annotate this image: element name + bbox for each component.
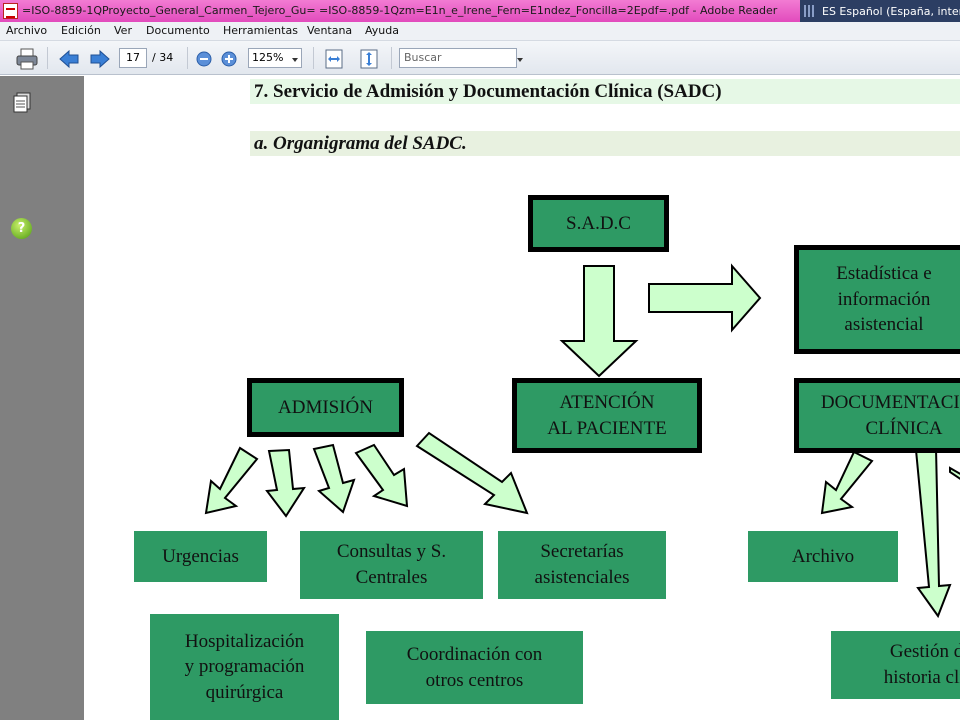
previous-page-icon[interactable] bbox=[58, 49, 80, 69]
org-box-label: quirúrgica bbox=[205, 681, 284, 703]
pages-icon[interactable] bbox=[12, 92, 32, 114]
org-box-documentacion: DOCUMENTACIÓN CLÍNICA bbox=[794, 378, 960, 453]
help-icon[interactable]: ? bbox=[11, 218, 32, 239]
org-box-label: ADMISIÓN bbox=[278, 396, 373, 418]
page-number-input[interactable]: 17 bbox=[119, 48, 147, 68]
arrow-diagonal bbox=[312, 443, 356, 514]
org-box-label: Gestión de la bbox=[889, 641, 960, 663]
chevron-down-icon[interactable] bbox=[292, 58, 298, 62]
org-box-admision: ADMISIÓN bbox=[247, 378, 404, 437]
org-box-consultas: Consultas y S. Centrales bbox=[300, 531, 483, 599]
toolbar-separator bbox=[313, 47, 314, 69]
toolbar-separator bbox=[47, 47, 48, 69]
menu-ventana[interactable]: Ventana bbox=[307, 24, 353, 37]
org-box-label: asistencial bbox=[844, 314, 924, 336]
org-box-coordinacion: Coordinación con otros centros bbox=[366, 631, 583, 704]
zoom-select[interactable]: 125% bbox=[248, 48, 302, 68]
language-bar[interactable]: ES Español (España, internacional) bbox=[800, 0, 960, 22]
next-page-icon[interactable] bbox=[89, 49, 111, 69]
org-box-label: AL PACIENTE bbox=[547, 417, 667, 439]
menu-bar: Archivo Edición Ver Documento Herramient… bbox=[0, 22, 960, 41]
menu-herramientas[interactable]: Herramientas bbox=[223, 24, 298, 37]
org-box-label: ATENCIÓN bbox=[559, 391, 655, 413]
arrow-diagonal bbox=[265, 448, 306, 518]
subsection-heading: a. Organigrama del SADC. bbox=[250, 131, 960, 156]
print-icon[interactable] bbox=[15, 48, 39, 70]
zoom-value: 125% bbox=[252, 51, 284, 64]
org-box-label: Consultas y S. bbox=[336, 541, 447, 563]
fit-page-icon[interactable] bbox=[358, 48, 380, 70]
org-box-label: CLÍNICA bbox=[865, 417, 943, 439]
window-title: =ISO-8859-1QProyecto_General_Carmen_Teje… bbox=[22, 4, 778, 17]
arrow-diagonal bbox=[354, 443, 409, 508]
arrow-down bbox=[559, 265, 639, 378]
org-box-archivo: Archivo bbox=[748, 531, 898, 582]
language-label: ES Español (España, internacional) bbox=[822, 5, 960, 18]
org-box-label: y programación bbox=[184, 656, 305, 678]
org-chart-arrows bbox=[204, 263, 960, 619]
org-box-text: Gestión de la historia clínica bbox=[855, 639, 960, 690]
org-box-text: DOCUMENTACIÓN CLÍNICA bbox=[819, 390, 960, 441]
org-box-estadistica: Estadística e información asistencial bbox=[794, 245, 960, 354]
org-box-label: Centrales bbox=[355, 567, 428, 588]
org-box-text: ATENCIÓN AL PACIENTE bbox=[547, 390, 666, 441]
org-box-label: Hospitalización bbox=[184, 630, 305, 652]
org-box-label: asistenciales bbox=[534, 567, 630, 588]
org-box-label: Archivo bbox=[791, 545, 855, 567]
org-box-text: Estadística e información asistencial bbox=[836, 261, 932, 338]
arrow-down bbox=[914, 446, 952, 619]
org-box-atencion: ATENCIÓN AL PACIENTE bbox=[512, 378, 702, 453]
fit-width-icon[interactable] bbox=[323, 48, 345, 70]
section-heading: 7. Servicio de Admisión y Documentación … bbox=[250, 79, 960, 104]
toolbar-separator bbox=[187, 47, 188, 69]
org-box-text: Coordinación con otros centros bbox=[407, 642, 543, 693]
org-box-label: S.A.D.C bbox=[566, 212, 631, 234]
toolbar-separator bbox=[391, 47, 392, 69]
menu-archivo[interactable]: Archivo bbox=[6, 24, 48, 37]
org-box-text: Hospitalización y programación quirúrgic… bbox=[185, 629, 305, 706]
toolbar: 17 / 34 125% Buscar bbox=[0, 41, 960, 75]
org-box-hospitalizacion: Hospitalización y programación quirúrgic… bbox=[150, 614, 339, 720]
org-box-label: Secretarías bbox=[540, 541, 624, 563]
org-box-label: Estadística e bbox=[836, 263, 932, 285]
org-box-label: DOCUMENTACIÓN bbox=[820, 391, 960, 413]
org-box-label: otros centros bbox=[425, 669, 524, 691]
menu-documento[interactable]: Documento bbox=[146, 24, 210, 37]
arrow-diagonal bbox=[820, 450, 874, 515]
org-box-urgencias: Urgencias bbox=[134, 531, 267, 582]
navigation-panel: ? bbox=[0, 76, 84, 720]
org-box-secretarias: Secretarías asistenciales bbox=[498, 531, 666, 599]
org-box-text: Consultas y S. Centrales bbox=[337, 539, 446, 590]
org-box-label: Coordinación con bbox=[406, 643, 543, 665]
title-bar: =ISO-8859-1QProyecto_General_Carmen_Teje… bbox=[0, 0, 960, 22]
grip-icon bbox=[804, 5, 816, 17]
org-box-label: historia clínica bbox=[883, 667, 960, 688]
page-total: / 34 bbox=[152, 51, 174, 64]
arrow-diagonal bbox=[415, 431, 529, 515]
search-input[interactable]: Buscar bbox=[399, 48, 517, 68]
menu-edicion[interactable]: Edición bbox=[61, 24, 101, 37]
adobe-reader-icon bbox=[3, 3, 18, 19]
menu-ver[interactable]: Ver bbox=[114, 24, 132, 37]
org-box-text: Secretarías asistenciales bbox=[535, 539, 630, 590]
org-box-label: Urgencias bbox=[162, 545, 239, 567]
org-box-label: información bbox=[837, 288, 931, 310]
arrow-diagonal bbox=[204, 446, 259, 515]
arrow-diagonal bbox=[949, 466, 960, 480]
zoom-out-icon[interactable] bbox=[196, 51, 212, 67]
document-page: 7. Servicio de Admisión y Documentación … bbox=[84, 76, 960, 720]
zoom-in-icon[interactable] bbox=[221, 51, 237, 67]
org-box-gestion: Gestión de la historia clínica bbox=[831, 631, 960, 699]
arrow-right bbox=[648, 263, 762, 333]
menu-ayuda[interactable]: Ayuda bbox=[365, 24, 399, 37]
org-box-sadc: S.A.D.C bbox=[528, 195, 669, 252]
chevron-down-icon[interactable] bbox=[517, 58, 523, 62]
